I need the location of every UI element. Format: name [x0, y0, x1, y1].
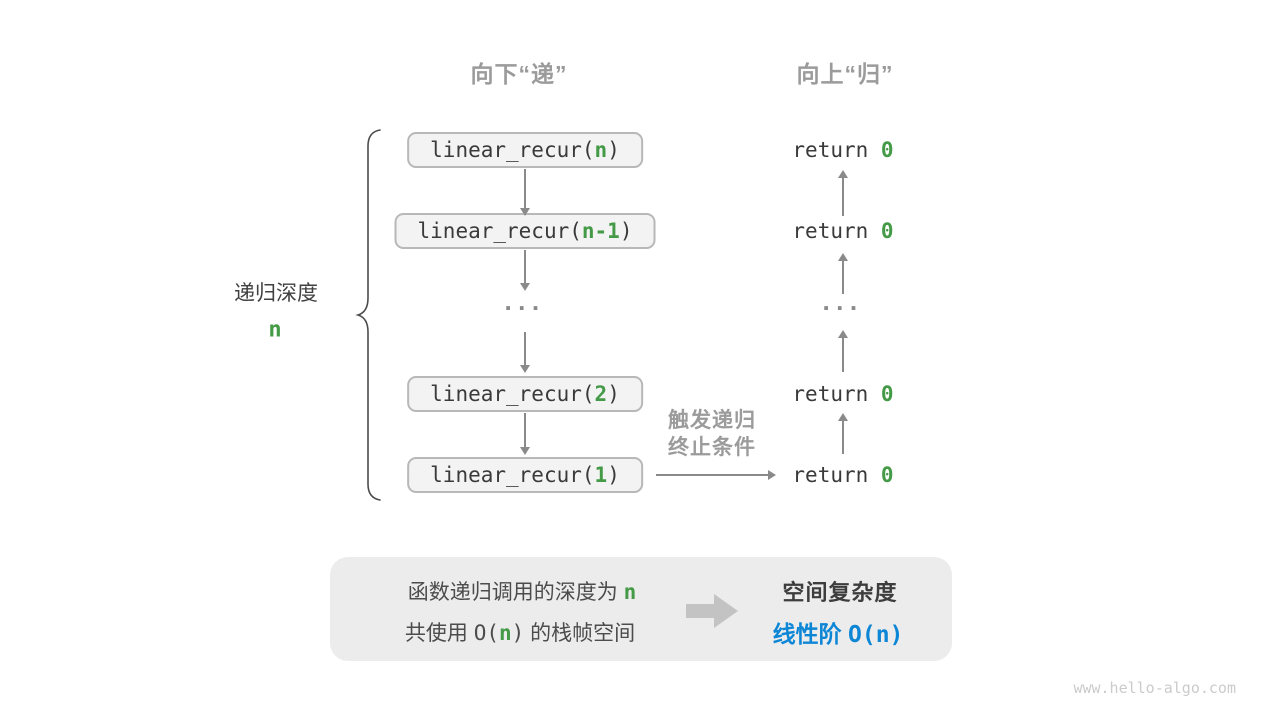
call-text: ) — [607, 382, 620, 406]
result-text: 线性阶 — [772, 621, 848, 647]
summary-result-value: 线性阶 O(n) — [773, 615, 904, 649]
call-box-2: linear_recur(2) — [407, 376, 643, 412]
return-line: return 0 — [792, 219, 893, 243]
arrow-up-icon — [838, 413, 848, 454]
summary-depth-line: 函数递归调用的深度为 n — [408, 576, 637, 606]
trigger-label-line1: 触发递归 — [668, 409, 756, 432]
result-formula: O(n) — [848, 622, 904, 648]
return-value: 0 — [880, 138, 894, 162]
summary-formula-text: O( — [473, 621, 499, 645]
summary-text: 共使用 — [404, 622, 474, 645]
arrow-down-icon — [520, 332, 530, 373]
arrow-down-icon — [520, 250, 530, 291]
return-text: return — [792, 219, 881, 243]
trigger-label-line2: 终止条件 — [668, 436, 756, 459]
arrow-down-icon — [520, 413, 530, 455]
return-value: 0 — [880, 382, 894, 406]
call-box-1: linear_recur(1) — [407, 457, 643, 493]
summary-depth-value: n — [623, 580, 637, 604]
summary-result-title: 空间复杂度 — [782, 580, 898, 605]
arrow-up-icon — [838, 330, 848, 372]
call-text: linear_recur( — [430, 463, 595, 487]
return-line: return 0 — [792, 463, 893, 487]
call-box-n-1: linear_recur(n-1) — [394, 213, 656, 249]
return-text: return — [792, 138, 881, 162]
depth-value: n — [268, 317, 282, 343]
call-arg: n — [594, 138, 608, 162]
call-arg: 1 — [594, 463, 608, 487]
header-descend: 向下“递” — [470, 61, 568, 87]
call-text: linear_recur( — [430, 382, 595, 406]
summary-formula-text: ) — [511, 621, 525, 645]
block-arrow-icon — [686, 592, 738, 630]
call-arg: n-1 — [581, 219, 620, 243]
call-box-n: linear_recur(n) — [407, 132, 643, 168]
ellipsis-left: ··· — [504, 292, 546, 323]
call-text: ) — [607, 463, 620, 487]
return-value: 0 — [880, 463, 894, 487]
call-text: ) — [607, 138, 620, 162]
call-text: linear_recur( — [417, 219, 582, 243]
depth-label: 递归深度 — [234, 282, 318, 305]
arrow-up-icon — [838, 253, 848, 294]
summary-panel: 函数递归调用的深度为 n 共使用 O(n) 的栈帧空间 空间复杂度 线性阶 O(… — [330, 557, 952, 661]
summary-space-value: n — [498, 621, 512, 645]
depth-brace — [354, 128, 382, 502]
call-arg: 2 — [594, 382, 608, 406]
header-ascend: 向上“归” — [796, 61, 894, 87]
summary-text: 函数递归调用的深度为 — [407, 581, 624, 604]
return-value: 0 — [880, 219, 894, 243]
watermark: www.hello-algo.com — [1073, 679, 1236, 697]
summary-space-line: 共使用 O(n) 的栈帧空间 — [405, 617, 635, 647]
arrow-down-icon — [520, 169, 530, 216]
return-line: return 0 — [792, 382, 893, 406]
call-text: ) — [619, 219, 633, 243]
ellipsis-right: ··· — [822, 292, 864, 323]
arrow-up-icon — [838, 170, 848, 216]
summary-text: 的栈帧空间 — [524, 622, 636, 645]
return-text: return — [792, 382, 881, 406]
call-text: linear_recur( — [430, 138, 595, 162]
return-text: return — [792, 463, 881, 487]
arrow-right-icon — [656, 470, 776, 480]
return-line: return 0 — [792, 138, 893, 162]
